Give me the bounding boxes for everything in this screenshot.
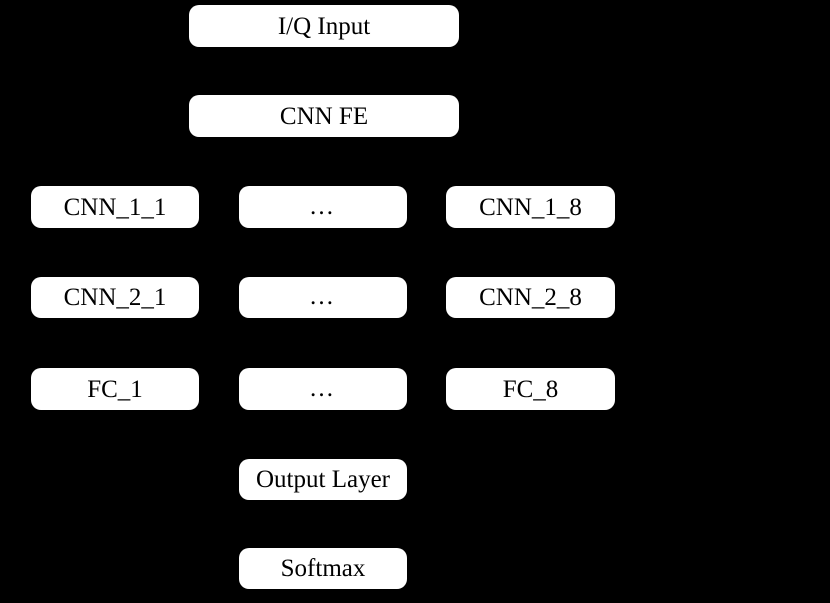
node-cnn-1-1: CNN_1_1 [31,186,199,228]
node-cnn-2-8: CNN_2_8 [446,277,615,318]
node-cnn-2-1: CNN_2_1 [31,277,199,318]
node-fc-1: FC_1 [31,368,199,410]
node-output-layer: Output Layer [239,459,407,500]
node-cnn-fe: CNN FE [189,95,459,137]
node-cnn-1-8: CNN_1_8 [446,186,615,228]
node-softmax: Softmax [239,548,407,589]
node-cnn-row2-ellipsis: … [239,277,407,318]
node-cnn-row1-ellipsis: … [239,186,407,228]
node-fc-8: FC_8 [446,368,615,410]
node-fc-ellipsis: … [239,368,407,410]
node-iq-input: I/Q Input [189,5,459,47]
